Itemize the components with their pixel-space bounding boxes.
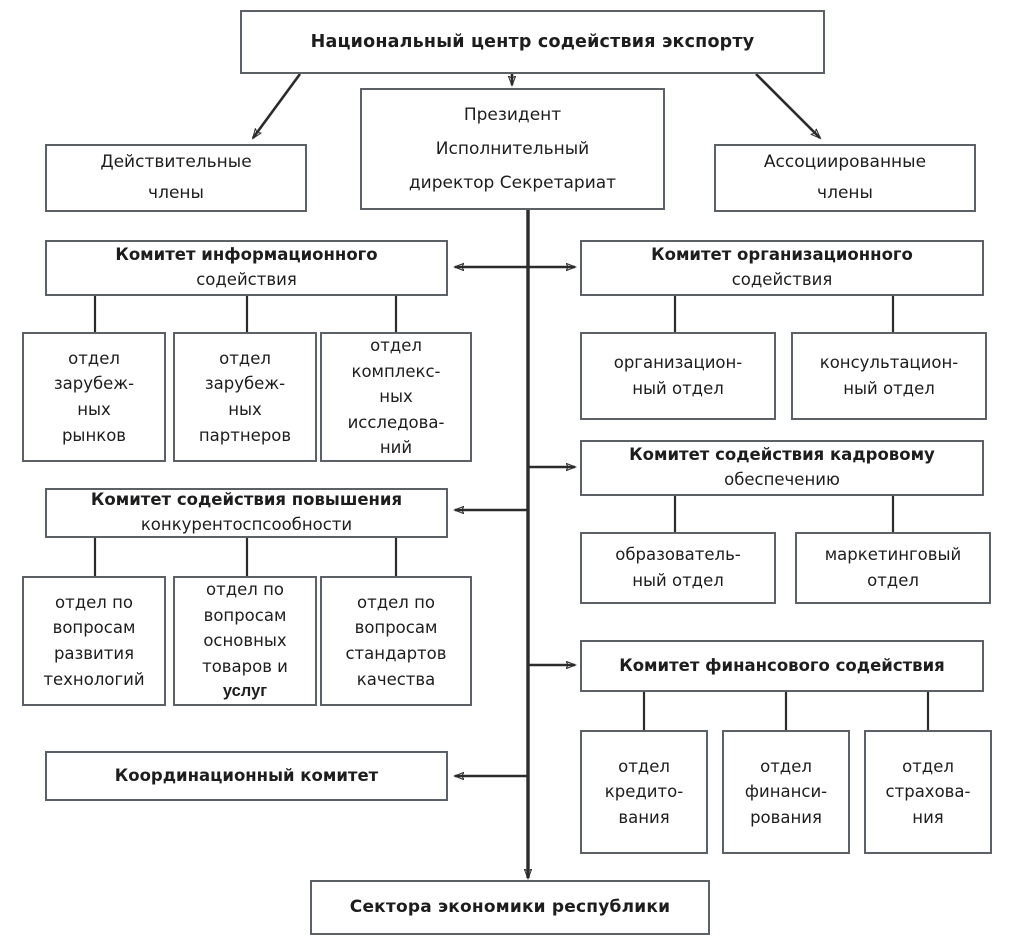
dept-core-goods-services-l3: основных xyxy=(203,631,287,651)
dept-foreign-markets-l2: зарубеж- xyxy=(53,374,135,394)
dept-complex-research-l5: ний xyxy=(379,438,413,458)
dept-tech-development[interactable]: отдел по вопросам развития технологий xyxy=(22,576,166,706)
dept-financing-l1: отдел xyxy=(760,756,812,776)
dept-marketing-l1: маркетинговый xyxy=(824,545,962,565)
associated-members-line-1: Ассоциированные xyxy=(763,151,927,172)
dept-foreign-markets[interactable]: отдел зарубеж- ных рынков xyxy=(22,332,166,462)
committee-competitiveness-title-1: Комитет содействия повышения xyxy=(90,490,403,510)
dept-core-goods-services-l1: отдел по xyxy=(206,580,284,600)
dept-organizational-l2: ный отдел xyxy=(632,379,724,398)
dept-tech-development-l3: развития xyxy=(53,644,135,663)
dept-quality-standards-l2: вопросам xyxy=(354,618,438,638)
dept-tech-development-l1: отдел по xyxy=(55,592,133,612)
dept-foreign-markets-l1: отдел xyxy=(68,348,120,368)
dept-foreign-markets-l4: рынков xyxy=(61,425,127,445)
dept-education-l2: ный отдел xyxy=(632,571,724,590)
dept-insurance[interactable]: отдел страхова- ния xyxy=(864,730,992,854)
dept-tech-development-l2: вопросам xyxy=(52,618,136,638)
dept-consulting[interactable]: консультацион- ный отдел xyxy=(791,332,987,420)
dept-marketing-l2: отдел xyxy=(867,571,919,590)
dept-quality-standards-l3: стандартов xyxy=(345,644,447,663)
dept-financing[interactable]: отдел финанси- рования xyxy=(722,730,850,854)
dept-education[interactable]: образователь- ный отдел xyxy=(580,532,776,604)
bottom-node-label: Сектора экономики республики xyxy=(349,897,671,918)
edge-root-to-associated-members xyxy=(755,73,820,138)
committee-competitiveness[interactable]: Комитет содействия повышения конкурентос… xyxy=(45,488,448,538)
dept-complex-research-l4: исследова- xyxy=(347,412,445,432)
edge-root-to-actual-members xyxy=(253,73,302,138)
dept-consulting-l2: ный отдел xyxy=(843,379,935,398)
dept-foreign-markets-l3: ных xyxy=(77,400,111,419)
dept-insurance-l1: отдел xyxy=(902,756,954,776)
associated-members-line-2: члены xyxy=(817,183,873,203)
executive-node[interactable]: Президент Исполнительный директор Секрет… xyxy=(360,88,665,210)
dept-quality-standards-l4: качества xyxy=(356,669,436,689)
committee-info-title-2: содействия xyxy=(196,270,297,289)
committee-organizational[interactable]: Комитет организационного содействия xyxy=(580,240,984,296)
dept-tech-development-l4: технологий xyxy=(43,669,145,689)
dept-quality-standards[interactable]: отдел по вопросам стандартов качества xyxy=(320,576,472,706)
committee-coordination[interactable]: Координационный комитет xyxy=(45,751,448,801)
dept-core-goods-services[interactable]: отдел по вопросам основных товаров и усл… xyxy=(173,576,317,706)
associated-members-node[interactable]: Ассоциированные члены xyxy=(714,144,976,212)
committee-organizational-title-2: содействия xyxy=(731,270,833,289)
dept-complex-research-l2: комплекс- xyxy=(351,361,441,381)
committee-info[interactable]: Комитет информационного содействия xyxy=(45,240,448,296)
dept-insurance-l2: страхова- xyxy=(885,782,971,802)
dept-organizational[interactable]: организацион- ный отдел xyxy=(580,332,776,420)
dept-core-goods-services-l4: товаров и xyxy=(202,656,288,676)
dept-consulting-l1: консультацион- xyxy=(819,353,959,373)
dept-crediting-l1: отдел xyxy=(618,756,670,776)
dept-organizational-l1: организацион- xyxy=(613,353,743,373)
executive-line-3: директор Секретариат xyxy=(408,173,617,193)
bottom-node[interactable]: Сектора экономики республики xyxy=(310,880,710,935)
actual-members-node[interactable]: Действительные члены xyxy=(45,144,307,212)
dept-foreign-partners-l3: ных xyxy=(228,400,262,419)
dept-financing-l2: финанси- xyxy=(744,782,828,802)
committee-personnel-title-1: Комитет содействия кадровому xyxy=(629,445,935,465)
dept-core-goods-services-l2: вопросам xyxy=(203,605,287,625)
dept-education-l1: образователь- xyxy=(615,545,741,565)
dept-foreign-partners-l1: отдел xyxy=(219,348,271,368)
dept-complex-research-l3: ных xyxy=(379,387,413,407)
committee-info-title-1: Комитет информационного xyxy=(115,245,378,265)
dept-marketing[interactable]: маркетинговый отдел xyxy=(795,532,991,604)
dept-core-goods-services-l5: услуг xyxy=(222,682,268,701)
dept-crediting[interactable]: отдел кредито- вания xyxy=(580,730,708,854)
committee-organizational-title-1: Комитет организационного xyxy=(651,245,913,265)
dept-foreign-partners[interactable]: отдел зарубеж- ных партнеров xyxy=(173,332,317,462)
committee-financial-title-1: Комитет финансового содействия xyxy=(619,655,945,675)
dept-crediting-l3: вания xyxy=(618,807,670,827)
dept-complex-research[interactable]: отдел комплекс- ных исследова- ний xyxy=(320,332,472,462)
committee-personnel[interactable]: Комитет содействия кадровому обеспечению xyxy=(580,440,984,496)
actual-members-line-2: члены xyxy=(148,183,204,203)
dept-financing-l3: рования xyxy=(750,807,822,827)
executive-line-2: Исполнительный xyxy=(435,139,590,159)
committee-competitiveness-title-2: конкурентоспсообности xyxy=(140,515,353,534)
dept-insurance-l3: ния xyxy=(912,807,944,827)
dept-quality-standards-l1: отдел по xyxy=(357,592,435,612)
committee-personnel-title-2: обеспечению xyxy=(724,470,840,489)
committee-financial[interactable]: Комитет финансового содействия xyxy=(580,640,984,692)
actual-members-line-1: Действительные xyxy=(100,151,252,172)
executive-line-1: Президент xyxy=(463,105,562,125)
dept-complex-research-l1: отдел xyxy=(370,336,422,356)
dept-foreign-partners-l4: партнеров xyxy=(198,425,292,445)
dept-crediting-l2: кредито- xyxy=(604,782,684,802)
root-node-label: Национальный центр содействия экспорту xyxy=(310,31,755,52)
committee-coordination-title-1: Координационный комитет xyxy=(114,765,379,785)
dept-foreign-partners-l2: зарубеж- xyxy=(204,374,286,394)
root-node[interactable]: Национальный центр содействия экспорту xyxy=(240,10,825,74)
